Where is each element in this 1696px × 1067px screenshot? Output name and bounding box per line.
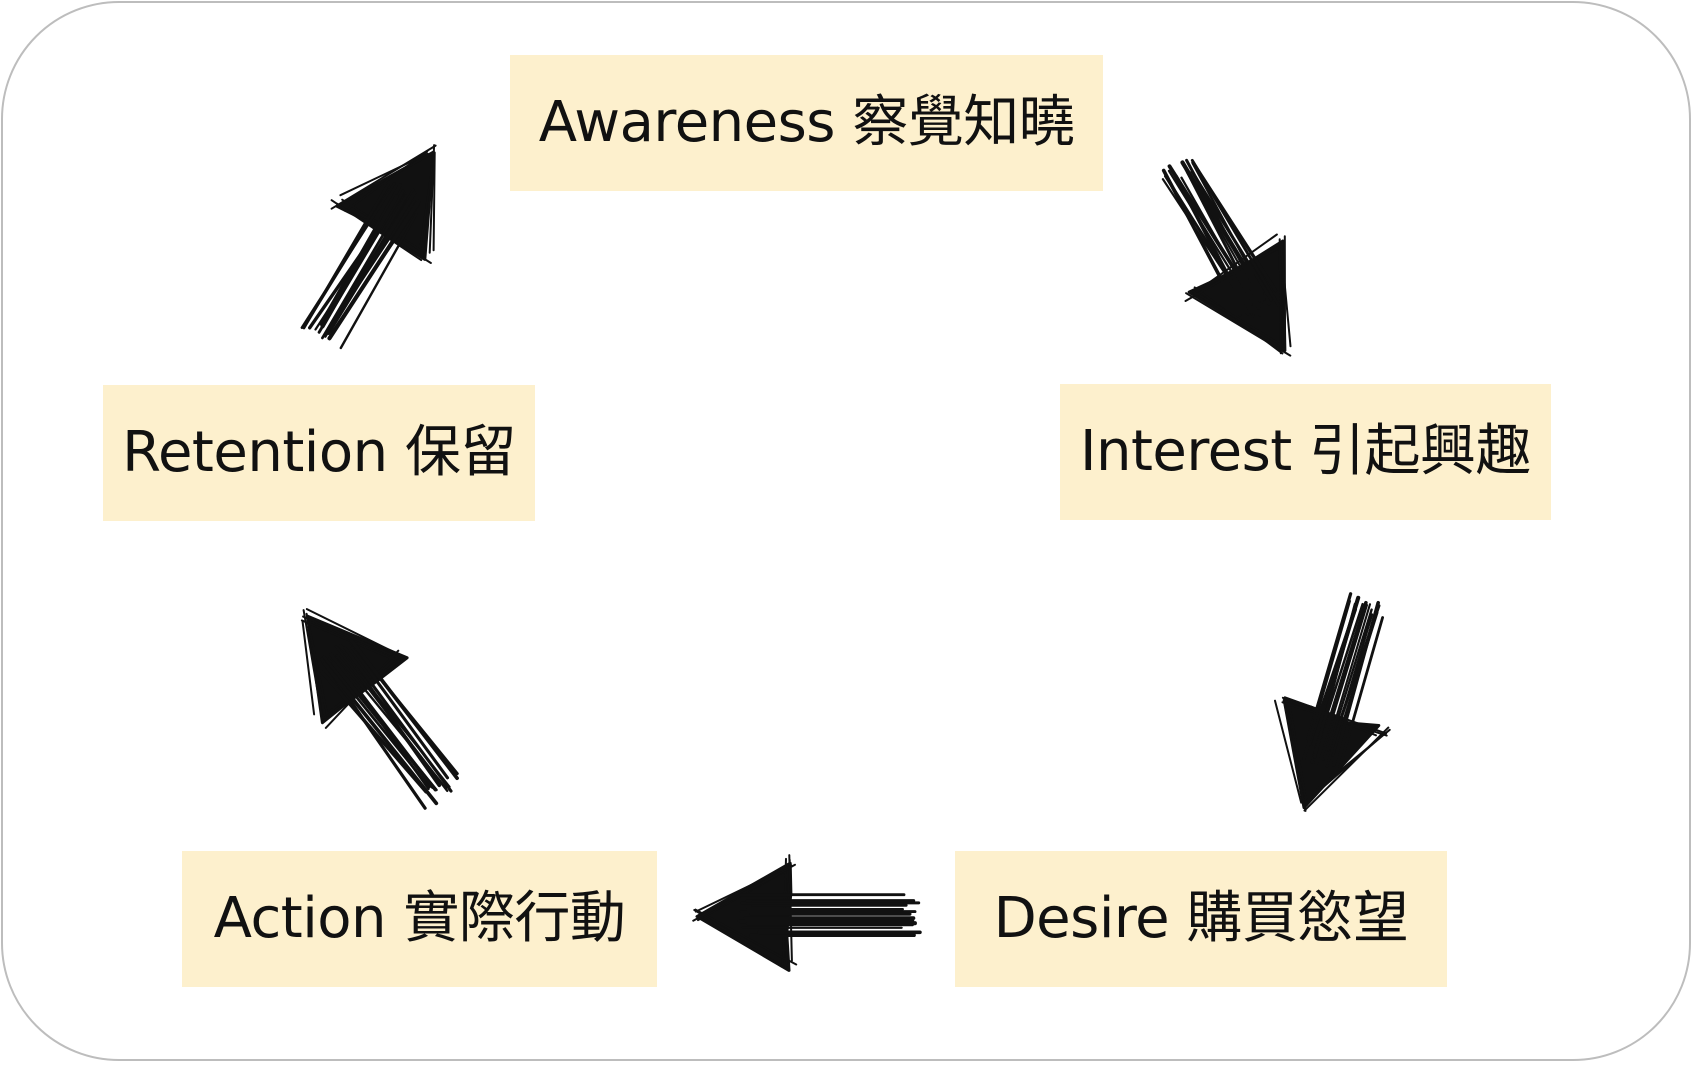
stage-action-label: Action 實際行動 [213,886,626,951]
stage-retention-label: Retention 保留 [122,420,516,485]
stage-retention: Retention 保留 [103,385,535,521]
arrow-retention-to-awareness-icon [300,144,437,350]
stage-awareness-label: Awareness 察覺知曉 [538,90,1075,155]
stage-interest: Interest 引起興趣 [1060,384,1551,520]
stage-action: Action 實際行動 [182,851,657,987]
stage-desire: Desire 購買慾望 [955,851,1447,987]
arrow-desire-to-action-icon [692,854,922,972]
arrow-awareness-to-interest-icon [1161,158,1292,357]
stage-desire-label: Desire 購買慾望 [993,886,1409,951]
arrow-interest-to-desire-icon [1274,592,1391,812]
stage-awareness: Awareness 察覺知曉 [510,55,1103,191]
stage-interest-label: Interest 引起興趣 [1079,419,1532,484]
arrow-action-to-retention-icon [300,608,459,810]
